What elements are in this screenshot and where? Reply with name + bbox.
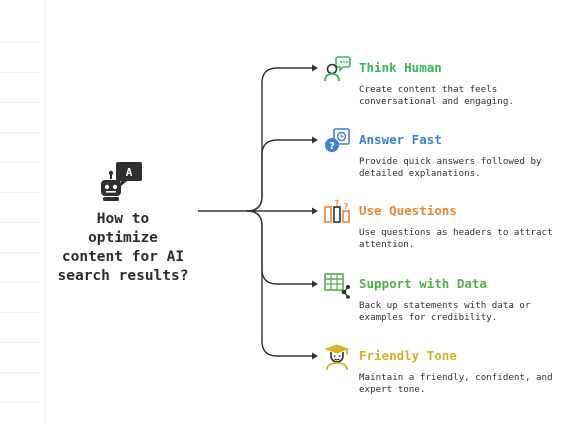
- item-description-line: Use questions as headers to attract: [359, 227, 553, 238]
- grid-line: [45, 0, 46, 425]
- item-description-line: expert tone.: [359, 384, 426, 395]
- item-description: Create content that feels conversational…: [359, 84, 559, 108]
- item-description: Provide quick answers followed by detail…: [359, 156, 559, 180]
- grid-line: [0, 372, 40, 373]
- item-description-line: attention.: [359, 239, 415, 250]
- item-title: Use Questions: [359, 203, 457, 218]
- svg-text:?: ?: [329, 141, 335, 152]
- item-description: Use questions as headers to attract atte…: [359, 227, 559, 251]
- svg-text:A: A: [126, 166, 133, 179]
- grid-line: [0, 282, 40, 283]
- grid-line: [0, 312, 40, 313]
- grid-line: [0, 102, 40, 103]
- item-title: Support with Data: [359, 276, 487, 291]
- grid-line: [0, 72, 40, 73]
- svg-text:?: ?: [344, 202, 349, 211]
- grid-line: [0, 132, 40, 133]
- connector-branch: [246, 210, 314, 285]
- grid-line: [0, 252, 40, 253]
- center-title-line: content for AI: [61, 249, 185, 265]
- item-title: Answer Fast: [359, 132, 442, 147]
- connector-branch: [246, 210, 314, 357]
- person-speech-icon: [323, 55, 351, 83]
- question-timer-icon: ?: [323, 127, 351, 155]
- grid-line: [0, 42, 40, 43]
- item-description-line: Maintain a friendly, confident, and: [359, 372, 553, 383]
- item-title: Think Human: [359, 60, 442, 75]
- center-title-line: search results?: [57, 268, 189, 284]
- arrowhead: [312, 280, 318, 288]
- center-title-line: optimize: [88, 230, 158, 246]
- item-description-line: Provide quick answers followed by: [359, 156, 542, 167]
- center-title: How to optimize content for AI search re…: [40, 210, 206, 286]
- item-description-line: Create content that feels: [359, 84, 498, 95]
- grid-line: [0, 192, 40, 193]
- svg-text:?: ?: [335, 199, 340, 208]
- item-description: Maintain a friendly, confident, and expe…: [359, 372, 559, 396]
- item-description-line: conversational and engaging.: [359, 96, 514, 107]
- grid-line: [0, 162, 40, 163]
- arrowhead: [312, 352, 318, 360]
- grid-line: [0, 222, 40, 223]
- data-table-icon: [323, 271, 351, 299]
- arrowhead: [312, 207, 318, 215]
- question-headers-icon: ? ?: [323, 198, 351, 226]
- item-title: Friendly Tone: [359, 348, 457, 363]
- robot-chat-icon: A: [98, 160, 146, 204]
- item-description-line: examples for credibility.: [359, 312, 498, 323]
- arrowhead: [312, 136, 318, 144]
- grid-line: [0, 402, 40, 403]
- arrowhead: [312, 64, 318, 72]
- graduate-icon: [323, 343, 351, 371]
- item-description-line: detailed explanations.: [359, 168, 481, 179]
- item-description: Back up statements with data or examples…: [359, 300, 559, 324]
- center-title-line: How to: [96, 211, 150, 227]
- grid-line: [0, 342, 40, 343]
- item-description-line: Back up statements with data or: [359, 300, 531, 311]
- connector-branch: [246, 139, 314, 212]
